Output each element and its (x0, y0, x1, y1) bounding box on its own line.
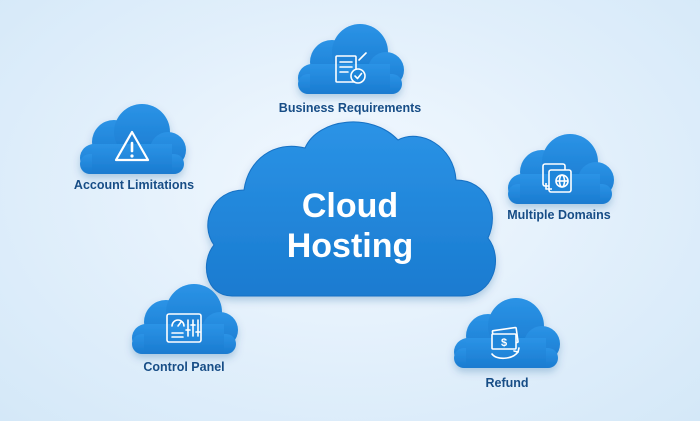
warning-icon (114, 130, 150, 162)
node-cloud-multiple-domains (508, 134, 614, 204)
node-cloud-account-limitations (80, 104, 186, 174)
center-title-line2: Hosting (286, 227, 414, 265)
center-cloud-shape (206, 121, 496, 297)
node-cloud-business-requirements (298, 24, 404, 94)
center-cloud (206, 121, 496, 297)
document-check-icon (335, 52, 367, 84)
center-title-line1: Cloud (301, 187, 399, 225)
label-business-requirements: Business Requirements (278, 101, 422, 115)
label-refund: Refund (485, 376, 529, 390)
svg-text:$: $ (501, 337, 507, 349)
label-multiple-domains: Multiple Domains (507, 208, 611, 222)
money-refund-icon: $ (491, 326, 520, 360)
dashboard-icon (166, 313, 202, 343)
center-title: Cloud Hosting (287, 186, 414, 266)
globe-window-icon (542, 163, 572, 193)
label-control-panel: Control Panel (143, 360, 225, 374)
label-account-limitations: Account Limitations (73, 178, 195, 192)
